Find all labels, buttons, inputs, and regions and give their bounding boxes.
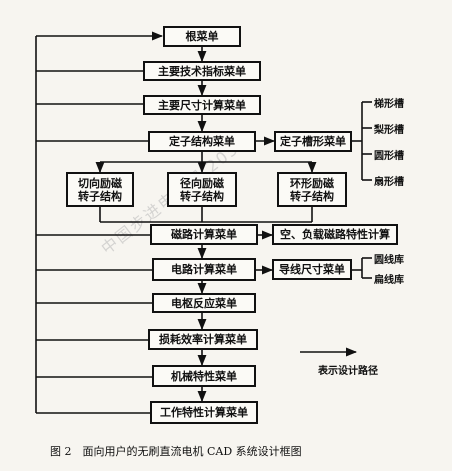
root-menu-box: 根菜单	[163, 26, 241, 47]
slot-type-label: 圆形槽	[374, 151, 404, 162]
radial-rotor-box: 径向励磁 转子结构	[167, 172, 237, 207]
slot-type-label: 梨形槽	[374, 125, 404, 136]
magnetic-circuit-menu-box: 磁路计算菜单	[150, 224, 258, 245]
stator-menu-box: 定子结构菜单	[148, 131, 256, 152]
loss-menu-box: 损耗效率计算菜单	[148, 329, 258, 350]
ring-rotor-box: 环形励磁 转子结构	[277, 172, 347, 207]
circuit-menu-box: 电路计算菜单	[152, 258, 256, 281]
connector-lines	[35, 31, 372, 414]
stator-slot-menu-box: 定子槽形菜单	[274, 131, 352, 152]
load-characteristic-box: 空、负载磁路特性计算	[272, 224, 398, 245]
slot-type-label: 扇形槽	[374, 177, 404, 188]
wire-size-menu-box: 导线尺寸菜单	[272, 259, 352, 280]
main-dim-menu-box: 主要尺寸计算菜单	[143, 95, 261, 115]
main-tech-menu-box: 主要技术指标菜单	[143, 61, 261, 81]
mech-menu-box: 机械特性菜单	[152, 365, 256, 387]
slot-type-label: 梯形槽	[374, 99, 404, 110]
legend-label: 表示设计路径	[318, 366, 378, 377]
work-menu-box: 工作特性计算菜单	[150, 401, 258, 424]
tangential-rotor-box: 切向励磁 转子结构	[66, 172, 134, 207]
armature-menu-box: 电枢反应菜单	[152, 293, 256, 313]
winding-lib-label: 扁线库	[374, 275, 404, 286]
winding-lib-label: 圆线库	[374, 255, 404, 266]
figure-caption: 图 2 面向用户的无刷直流电机 CAD 系统设计框图	[50, 445, 302, 458]
